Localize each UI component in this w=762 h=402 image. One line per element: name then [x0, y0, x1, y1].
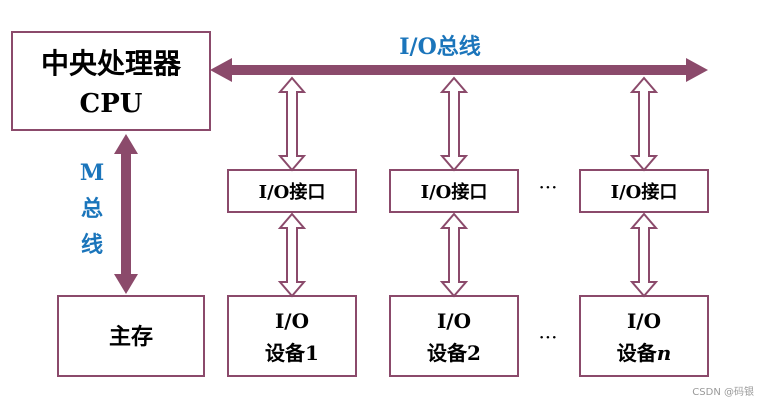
device-ellipsis: ···	[538, 325, 557, 349]
interface-to-device-arrow-1	[277, 212, 307, 298]
memory-box: 主存	[57, 295, 205, 377]
interface-box-3: I/O接口	[579, 169, 709, 213]
interface-label-1: I/O接口	[259, 181, 326, 203]
device-index-3: n	[657, 341, 672, 365]
bus-to-interface-arrow-3	[629, 76, 659, 172]
interface-label-3: I/O接口	[611, 181, 678, 203]
cpu-box: 中央处理器 CPU	[11, 31, 211, 131]
device-name-3: 设备	[617, 341, 658, 365]
io-bus-arrow	[210, 58, 708, 82]
device-label-line1-2: I/O	[437, 309, 471, 333]
interface-to-device-arrow-3	[629, 212, 659, 298]
interface-box-1: I/O接口	[227, 169, 357, 213]
device-label-line1-1: I/O	[275, 309, 309, 333]
cpu-label-zh: 中央处理器	[41, 47, 182, 80]
device-box-1: I/O 设备1	[227, 295, 357, 377]
device-box-3: I/O 设备n	[579, 295, 709, 377]
device-name-1: 设备	[265, 341, 306, 365]
device-box-2: I/O 设备2	[389, 295, 519, 377]
io-bus-label: I/O总线	[399, 34, 481, 60]
cpu-label-en: CPU	[80, 89, 143, 119]
interface-box-2: I/O接口	[389, 169, 519, 213]
watermark: CSDN @码银	[692, 387, 754, 398]
device-label-line2-1: 设备1	[265, 341, 319, 365]
bus-to-interface-arrow-1	[277, 76, 307, 172]
m-bus-arrow	[114, 134, 138, 294]
device-label-line2-3: 设备n	[617, 341, 672, 365]
m-bus-label-xian: 线	[81, 232, 103, 258]
device-index-2: 2	[467, 341, 481, 365]
io-column-3: I/O接口 I/O 设备n	[579, 169, 709, 377]
m-bus-label-zong: 总	[81, 196, 103, 222]
device-name-2: 设备	[427, 341, 468, 365]
bus-to-interface-arrow-2	[439, 76, 469, 172]
device-label-line1-3: I/O	[627, 309, 661, 333]
device-label-line2-2: 设备2	[427, 341, 481, 365]
interface-to-device-arrow-2	[439, 212, 469, 298]
memory-label: 主存	[109, 324, 153, 350]
interface-label-2: I/O接口	[421, 181, 488, 203]
interface-ellipsis: ···	[538, 175, 557, 199]
device-index-1: 1	[305, 341, 319, 365]
m-bus-label-m: M	[80, 160, 104, 186]
